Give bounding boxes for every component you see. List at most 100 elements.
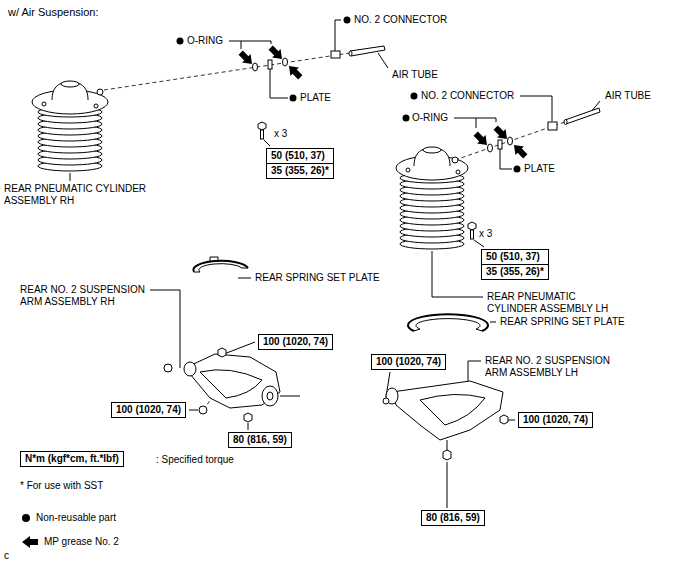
torque-box: 50 (510, 37)35 (355, 26)* bbox=[481, 249, 549, 280]
leader-line bbox=[474, 240, 484, 247]
part-label: x 3 bbox=[274, 128, 287, 140]
legend-sample-dot bbox=[22, 514, 30, 522]
torque-box: 100 (1020, 74) bbox=[111, 402, 186, 418]
part-label: O-RING bbox=[187, 35, 223, 47]
leader-line bbox=[238, 278, 251, 279]
non-reusable-marks bbox=[22, 17, 521, 523]
air-tube-end bbox=[349, 51, 352, 56]
pneumatic-cylinder-rh bbox=[32, 81, 108, 171]
grease-arrow bbox=[491, 123, 511, 143]
leader-line bbox=[496, 118, 497, 122]
bushing bbox=[262, 386, 278, 406]
air-tube-end bbox=[564, 120, 567, 125]
torque-value: 80 (816, 59) bbox=[422, 511, 484, 525]
plate-inner bbox=[199, 264, 242, 272]
mount-top bbox=[61, 81, 79, 87]
arm-pocket bbox=[420, 394, 485, 425]
part-label: REAR NO. 2 SUSPENSION ARM ASSEMBLY RH bbox=[20, 284, 160, 308]
torque-box: 100 (1020, 74) bbox=[518, 412, 593, 428]
torque-value: 100 (1020, 74) bbox=[372, 355, 445, 369]
leader-line bbox=[454, 118, 496, 119]
o-ring bbox=[508, 137, 513, 145]
stud bbox=[456, 170, 460, 174]
suspension-arm-lh bbox=[383, 381, 508, 460]
leader-line bbox=[248, 423, 249, 430]
nut bbox=[199, 406, 207, 414]
leader-line bbox=[490, 322, 496, 323]
mount-top bbox=[423, 147, 441, 153]
part-label: REAR PNEUMATIC CYLINDER ASSEMBLY RH bbox=[4, 183, 154, 207]
leader-lines bbox=[70, 20, 600, 508]
leader-line bbox=[229, 41, 271, 42]
nut bbox=[244, 413, 252, 422]
connector bbox=[331, 51, 340, 58]
arm-body bbox=[392, 381, 503, 440]
o-ring bbox=[253, 63, 258, 71]
leader-line bbox=[468, 361, 481, 381]
air-fitting bbox=[452, 157, 458, 163]
leader-line bbox=[271, 41, 272, 44]
leader-line bbox=[476, 118, 477, 128]
torque-box: 80 (816, 59) bbox=[421, 510, 485, 526]
grease-arrow bbox=[266, 43, 286, 63]
bushing-hole bbox=[267, 392, 273, 400]
part-label: REAR SPRING SET PLATE bbox=[500, 316, 625, 328]
connector bbox=[548, 122, 557, 130]
grease-arrow bbox=[510, 141, 530, 161]
plate bbox=[268, 60, 272, 69]
plate-end bbox=[414, 329, 482, 331]
air-fitting bbox=[97, 89, 103, 95]
leader-line bbox=[270, 67, 288, 98]
stud bbox=[94, 104, 98, 108]
non-reusable-dot bbox=[344, 17, 351, 24]
torque-box: 100 (1020, 74) bbox=[371, 354, 446, 370]
leader-line bbox=[189, 410, 198, 411]
stud bbox=[42, 102, 46, 106]
diagram-title: w/ Air Suspension: bbox=[8, 6, 99, 19]
plate-tab bbox=[194, 257, 248, 272]
legend-entry: Non-reusable part bbox=[36, 512, 116, 524]
torque-value: 100 (1020, 74) bbox=[112, 403, 185, 417]
bolt-head bbox=[500, 415, 508, 424]
torque-value: 100 (1020, 74) bbox=[259, 335, 332, 349]
mount-dome bbox=[52, 82, 88, 100]
leader-line bbox=[335, 20, 341, 51]
torque-box: 50 (510, 37)35 (355, 26)* bbox=[266, 148, 334, 179]
leader-line bbox=[432, 251, 483, 297]
bolt-shaft bbox=[471, 230, 474, 239]
part-label: : Specified torque bbox=[156, 454, 234, 466]
air-tube bbox=[565, 108, 600, 124]
grease-arrow bbox=[236, 48, 256, 68]
leader-line bbox=[520, 96, 552, 121]
torque-value: 100 (1020, 74) bbox=[519, 413, 592, 427]
part-label: REAR NO. 2 SUSPENSION ARM ASSEMBLY LH bbox=[485, 355, 630, 379]
bolt-shaft bbox=[447, 440, 448, 450]
bolt-shaft bbox=[280, 396, 300, 397]
bolt-shaft bbox=[261, 130, 264, 139]
o-ring bbox=[283, 58, 288, 66]
leader-line bbox=[241, 41, 242, 49]
air-tube bbox=[350, 46, 385, 56]
mount-dome bbox=[414, 148, 450, 166]
arm-pocket bbox=[200, 370, 262, 398]
air-line-parts-rh bbox=[253, 46, 386, 139]
spring-set-plate-rh bbox=[193, 257, 248, 272]
legend-text: Non-reusable part bbox=[36, 512, 116, 523]
assembly-line bbox=[104, 53, 350, 90]
nut bbox=[383, 398, 389, 404]
leader-line bbox=[378, 53, 388, 68]
plate-outer bbox=[408, 314, 488, 331]
nut bbox=[443, 450, 451, 460]
pneumatic-cylinder-lh bbox=[396, 147, 468, 249]
assembly-line bbox=[455, 122, 565, 160]
part-label: NO. 2 CONNECTOR bbox=[421, 90, 514, 102]
bolt-head bbox=[218, 348, 226, 357]
part-label: * For use with SST bbox=[20, 480, 103, 492]
bolt-head bbox=[468, 222, 476, 230]
part-label: PLATE bbox=[300, 92, 331, 104]
leader-line bbox=[500, 147, 512, 169]
o-ring bbox=[488, 144, 493, 152]
plate-inner bbox=[416, 319, 480, 329]
legend-sample-arrow bbox=[22, 536, 38, 548]
stud bbox=[406, 168, 410, 172]
